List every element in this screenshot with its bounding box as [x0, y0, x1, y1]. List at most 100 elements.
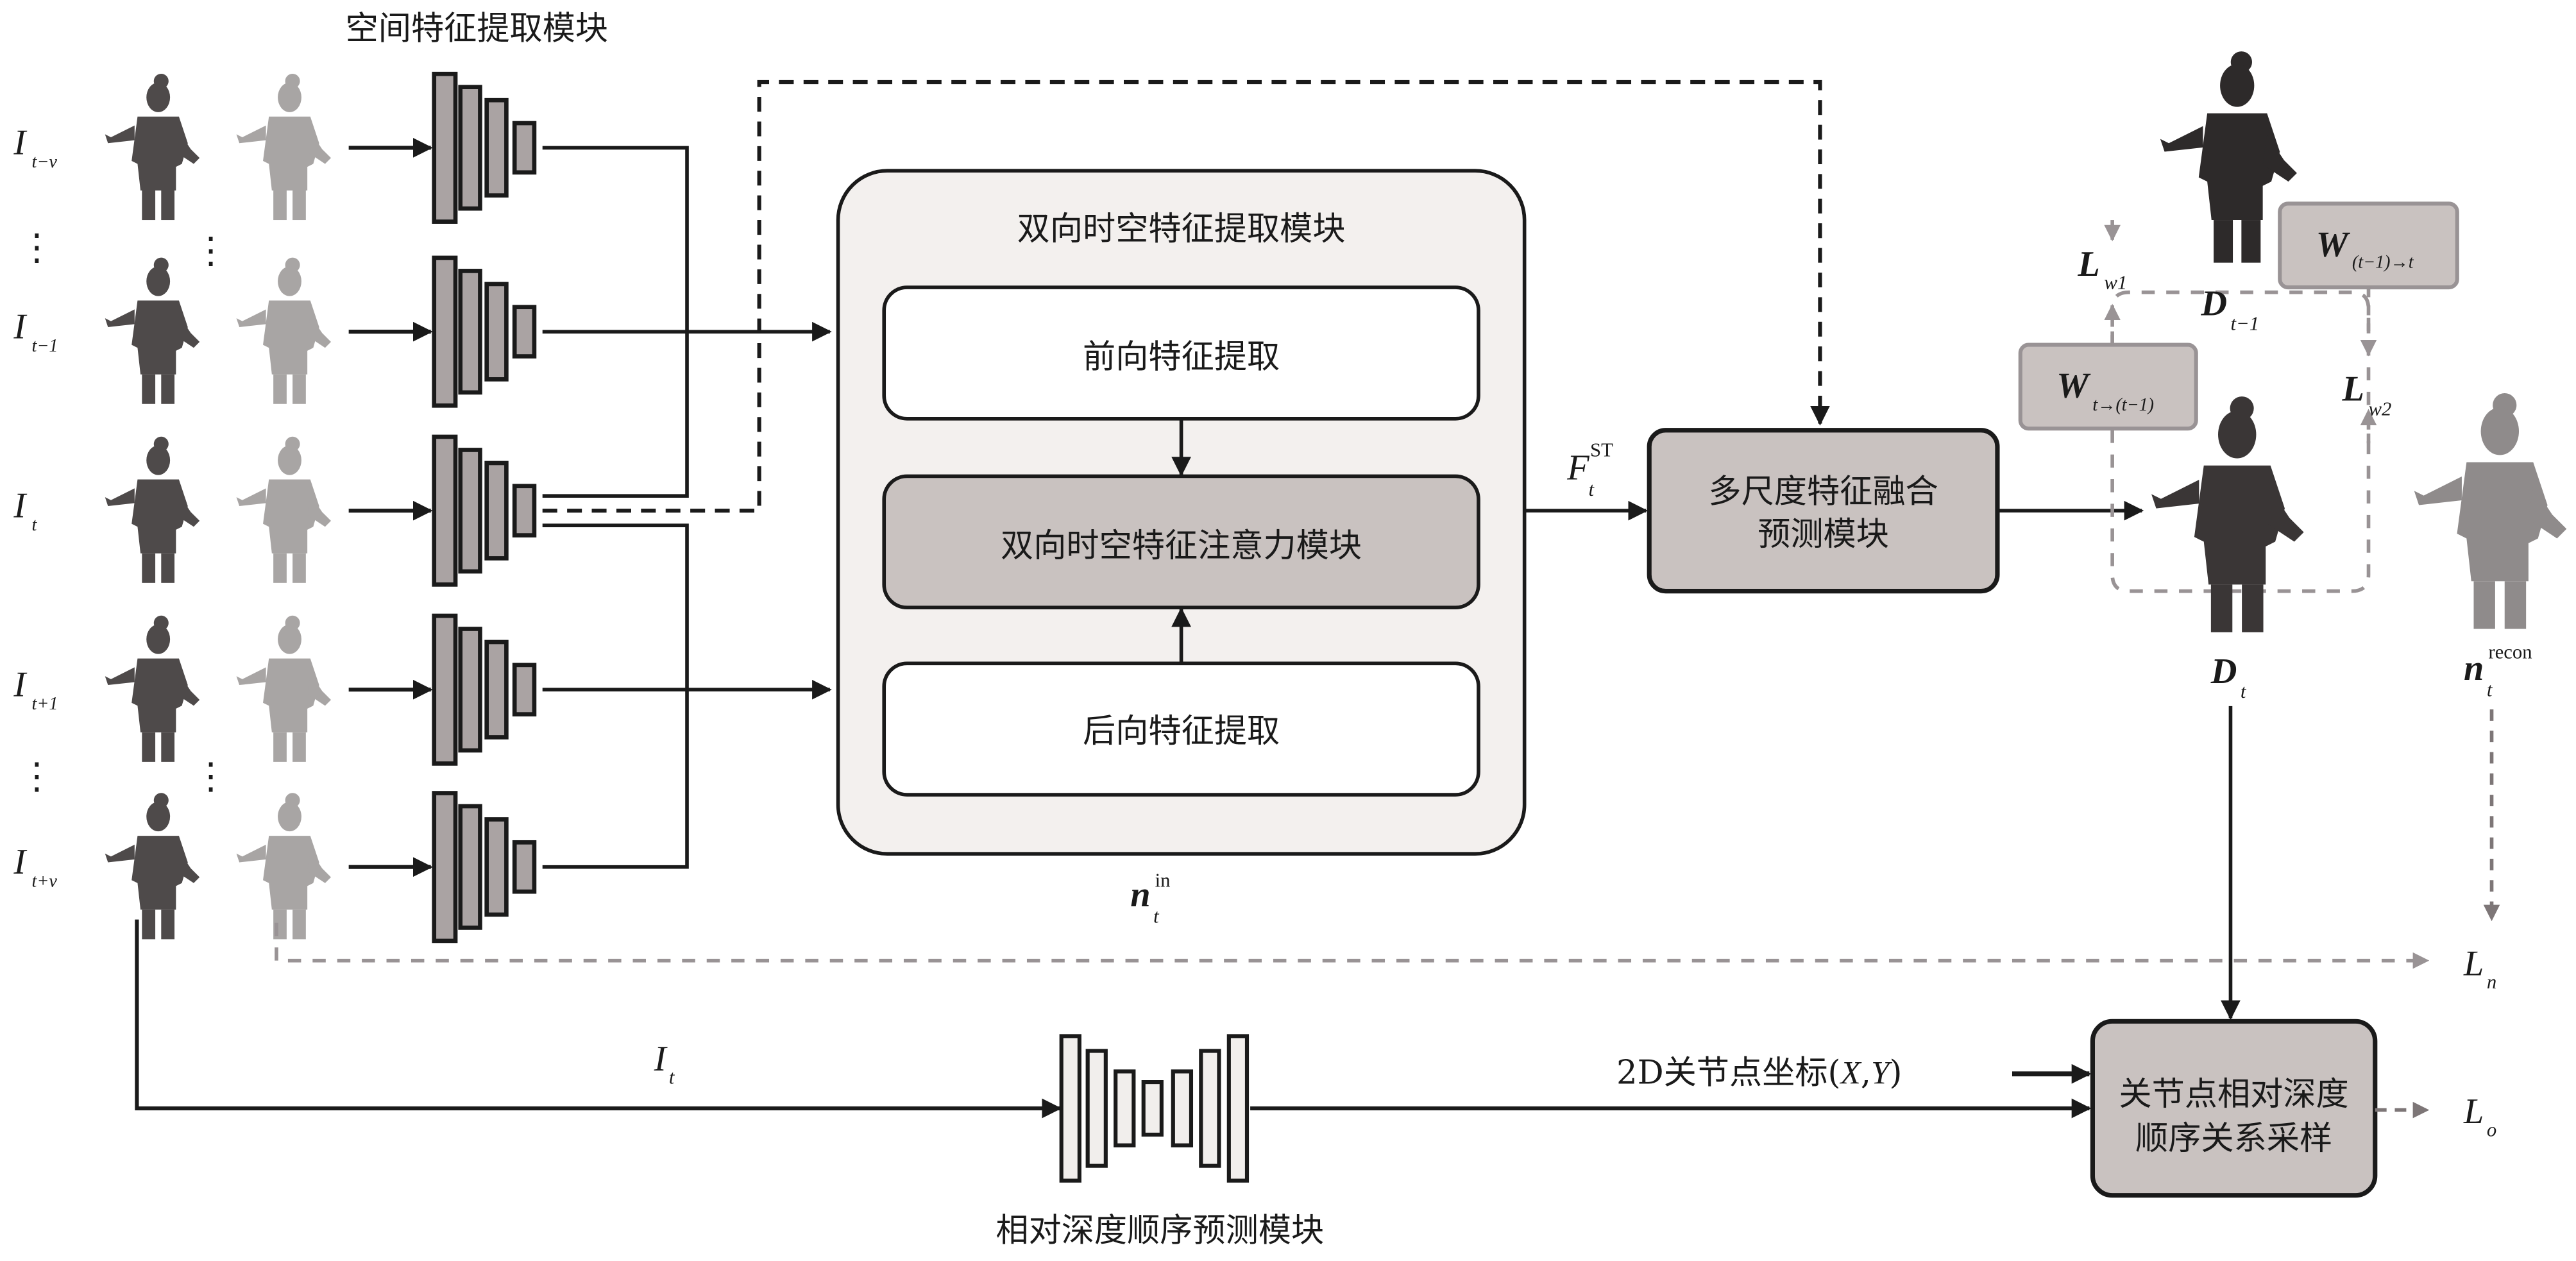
ordinal-layer [1199, 1049, 1221, 1168]
encoder-bus-lines [542, 146, 832, 869]
rgb-frame-image [105, 793, 200, 940]
svg-text:n: n [1130, 875, 1150, 915]
spatial-encoder [432, 613, 537, 766]
bidirectional-module: 双向时空特征提取模块 前向特征提取 双向时空特征注意力模块 后向特征提取 [836, 169, 1527, 856]
frame-label: I [13, 664, 27, 704]
ordinal-predictor-network [1059, 1034, 1250, 1183]
depth-previous-label: D t−1 [2200, 284, 2259, 335]
sampling-label-line1: 关节点相对深度 [2119, 1075, 2348, 1113]
normal-map-image [236, 615, 332, 762]
svg-text:t: t [2487, 679, 2493, 700]
backward-extraction-block [882, 661, 1480, 797]
warp-loop-dashed [2110, 290, 2371, 593]
warp-backward: W t→(t−1) [2018, 343, 2198, 431]
encoder-layer [458, 85, 482, 211]
normal-map-image [236, 793, 332, 940]
forward-extraction-label: 前向特征提取 [1083, 337, 1280, 376]
encoder-layer [512, 305, 537, 359]
ellipsis-label-upper: ⋮ [19, 226, 55, 268]
svg-text:n: n [2464, 648, 2484, 688]
frame-label-subscript: t−v [32, 152, 58, 172]
ellipsis-group: ⋮ ⋮ ⋮ ⋮ [19, 226, 229, 797]
ordinal-layer [1085, 1049, 1108, 1168]
svg-text:I: I [654, 1039, 668, 1079]
ellipsis-rgb-upper: ⋮ [192, 230, 228, 272]
rgb-frame-image [105, 436, 200, 583]
encoder-layer [512, 663, 537, 716]
encoder-layer [432, 613, 458, 766]
ordinal-module-title: 相对深度顺序预测模块 [996, 1211, 1324, 1249]
svg-text:t→(t−1): t→(t−1) [2092, 395, 2154, 415]
svg-text:t: t [1153, 906, 1160, 927]
frame-label-subscript: t−1 [32, 336, 58, 356]
encoder-layer [432, 791, 458, 944]
svg-text:L: L [2342, 369, 2364, 409]
svg-text:L: L [2463, 944, 2484, 984]
svg-text:D: D [2210, 652, 2237, 691]
rgb-frame-image [105, 73, 200, 221]
svg-text:w1: w1 [2104, 272, 2127, 294]
svg-text:W: W [2056, 366, 2091, 406]
svg-text:F: F [1566, 448, 1589, 488]
svg-text:L: L [2463, 1092, 2484, 1131]
fusion-input-label: F t ST [1566, 439, 1613, 500]
normal-map-image [236, 436, 332, 583]
frame-label: I [13, 842, 27, 882]
encoder-layer [484, 461, 509, 561]
ellipsis-label-lower: ⋮ [19, 756, 55, 797]
normal-recon-figure [2414, 393, 2567, 629]
svg-text:t−1: t−1 [2230, 313, 2259, 335]
svg-text:t: t [669, 1067, 675, 1088]
encoder-layer [484, 97, 509, 198]
normal-recon-label: n t recon [2464, 641, 2532, 701]
spatial-encoder [432, 255, 537, 408]
attention-label: 双向时空特征注意力模块 [1001, 527, 1362, 565]
fusion-label-line2: 预测模块 [1758, 515, 1889, 554]
frame-label: I [13, 486, 27, 525]
spatial-encoder [432, 434, 537, 587]
bidirectional-title: 双向时空特征提取模块 [1017, 210, 1346, 248]
svg-text:D: D [2200, 284, 2227, 324]
loss-w1-label: L w1 [2077, 244, 2127, 293]
encoder-layer [512, 121, 537, 175]
encoder-layer [432, 434, 458, 587]
depth-current-figure [2151, 396, 2304, 632]
frame-label-subscript: t [32, 515, 38, 535]
normal-input-label: n t in [1130, 869, 1170, 927]
forward-extraction-block [882, 285, 1480, 421]
warp-backward-box [2018, 343, 2198, 431]
encoder-layer [484, 817, 509, 917]
warp-forward: W (t−1)→t [2278, 201, 2459, 290]
svg-text:ST: ST [1590, 439, 1613, 461]
depth-current-label: D t [2210, 652, 2247, 702]
depth-map-previous [2160, 51, 2297, 263]
normal-map-image [236, 73, 332, 221]
frame-label: I [13, 307, 27, 346]
rgb-frame-image [105, 615, 200, 762]
encoder-layer [458, 804, 482, 930]
svg-text:o: o [2487, 1119, 2496, 1141]
ordinal-layer [1171, 1069, 1194, 1147]
backward-extraction-label: 后向特征提取 [1083, 712, 1280, 750]
depth-map-current [2151, 396, 2304, 632]
ordinal-layer [1226, 1034, 1250, 1183]
normal-map-image [236, 257, 332, 404]
keypoints-label: 2D关节点坐标(X,Y) [1616, 1054, 1902, 1092]
encoder-layer [458, 448, 482, 574]
spatial-module-title: 空间特征提取模块 [346, 9, 609, 47]
depth-previous-figure [2160, 51, 2297, 263]
ordinal-layer [1114, 1069, 1136, 1147]
frame-label: I [13, 123, 27, 163]
encoder-layer [512, 840, 537, 894]
fusion-module: 多尺度特征融合 预测模块 [1647, 428, 2000, 594]
svg-text:t: t [2241, 681, 2247, 702]
svg-text:(t−1)→t: (t−1)→t [2352, 252, 2414, 272]
encoder-layer [512, 484, 537, 537]
bus-line-row1 [542, 146, 689, 498]
svg-text:t: t [1588, 478, 1595, 500]
